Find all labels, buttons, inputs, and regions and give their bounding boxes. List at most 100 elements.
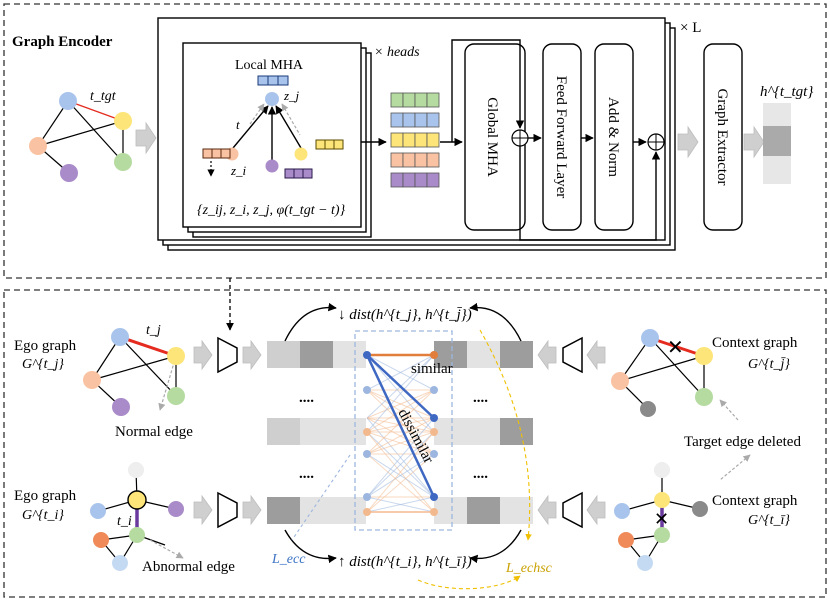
- input-edge-time: t_tgt: [90, 89, 117, 104]
- embed-bar-right-bottom: [500, 497, 533, 524]
- ctx-bottom-arrow-icon: [586, 494, 606, 526]
- node-blue: [59, 92, 77, 110]
- faint-contrast-line: [366, 431, 435, 455]
- heads-label: × heads: [374, 45, 420, 60]
- ego-bottom-edge-time: t_i: [117, 514, 132, 529]
- z-i-label: z_i: [230, 163, 247, 178]
- loss-echsc: L_echsc: [505, 561, 553, 576]
- ctx-bottom-sup: G^{t_ī}: [748, 513, 790, 528]
- contrast-node: [363, 386, 371, 394]
- training-border: [3, 289, 827, 598]
- embed-bar-left-mid: [333, 418, 366, 445]
- ctx-encoder-bottom-arrow-icon: [537, 494, 557, 526]
- contrast-node: [430, 414, 438, 422]
- embed-bar-right-mid: [467, 418, 500, 445]
- context-graph-bottom: ✕: [614, 462, 708, 571]
- contrast-node: [363, 508, 371, 516]
- token-vector-cell: [426, 112, 440, 128]
- token-vector-cell: [426, 132, 440, 148]
- embed-bar-left-bottom: [333, 497, 366, 524]
- token-vector-cell: [390, 172, 404, 188]
- ego-top-title: Ego graph: [14, 338, 77, 354]
- contrast-region: [354, 330, 453, 531]
- ego-bottom-sup: G^{t_i}: [22, 508, 64, 523]
- encoder-to-extractor-arrow-icon: [677, 125, 699, 159]
- faint-contrast-line: [366, 389, 435, 455]
- curve-top-left: [284, 302, 337, 342]
- token-vector-cell: [390, 152, 404, 168]
- token-vector-cell: [426, 172, 440, 188]
- dist-bottom: ↑ dist(h^{t_i}, h^{t_ī}): [338, 554, 472, 570]
- token-vector-cell: [414, 112, 428, 128]
- contrast-node: [430, 351, 438, 359]
- faint-contrast-line: [366, 453, 435, 513]
- ellipsis-1: ....: [299, 390, 314, 406]
- contrast-lines: [363, 351, 438, 516]
- embed-bar-left-mid: [267, 418, 300, 445]
- faint-contrast-line: [366, 417, 435, 455]
- token-vectors: [390, 92, 440, 188]
- embedding-bars: [267, 341, 533, 524]
- local-mha-formula: {z_ij, z_i, z_j, φ(t_tgt − t)}: [197, 203, 346, 218]
- token-vector-cell: [414, 92, 428, 108]
- echsc-pointer: [479, 329, 532, 541]
- faint-contrast-line: [366, 354, 435, 433]
- encoder-bottom-arrow-icon: [242, 494, 262, 526]
- ellipsis-4: ....: [473, 466, 488, 482]
- faint-contrast-line: [366, 417, 435, 498]
- contrast-node: [363, 351, 371, 359]
- global-mha-label: Global MHA: [484, 97, 500, 177]
- ctx-encoder-trapezoid-bottom: [562, 491, 583, 529]
- ego-top-arrow-icon: [193, 339, 213, 371]
- embed-bar-right-mid: [500, 418, 533, 445]
- layer-repeat-label: × L: [680, 20, 701, 36]
- embed-bar-left-top: [267, 341, 300, 368]
- embed-bar-right-top: [500, 341, 533, 368]
- contrast-node: [363, 450, 371, 458]
- faint-contrast-line: [366, 496, 435, 513]
- output-cell-2: [763, 126, 791, 156]
- faint-contrast-line: [366, 431, 435, 513]
- curve-bottom-right: [469, 529, 522, 564]
- query-node: [265, 92, 279, 106]
- contrast-node: [430, 428, 438, 436]
- ctx-top-arrow-icon: [586, 339, 606, 371]
- normal-edge-label: Normal edge: [115, 424, 193, 440]
- input-graph: t_tgt: [29, 89, 132, 182]
- node-green: [114, 153, 132, 171]
- ctx-encoder-top-arrow-icon: [537, 339, 557, 371]
- dissimilar-line-1: [366, 354, 435, 419]
- ecc-pointer: [291, 454, 351, 541]
- faint-contrast-line: [366, 431, 435, 498]
- faint-contrast-line: [366, 389, 435, 433]
- token-vector-cell: [402, 152, 416, 168]
- ego-graph-top: t_j: [83, 323, 185, 416]
- extractor-block: [703, 43, 743, 231]
- target-edge-deleted: Target edge deleted: [684, 434, 801, 450]
- residual-connections: [451, 39, 665, 241]
- output-cell-3: [763, 156, 791, 184]
- ego-bottom-title: Ego graph: [14, 488, 77, 504]
- ego-top-sup: G^{t_j}: [22, 357, 64, 372]
- add-norm-block: [594, 43, 634, 231]
- context-graph-top: ✕: [611, 329, 739, 421]
- faint-contrast-line: [366, 389, 435, 419]
- node-purple: [60, 164, 78, 182]
- embed-bar-left-bottom: [267, 497, 300, 524]
- faint-contrast-line: [366, 354, 435, 391]
- output-label: h^{t_tgt}: [760, 84, 813, 100]
- encoder-border: [3, 3, 827, 279]
- faint-contrast-line: [366, 453, 435, 498]
- curve-top-right: [469, 302, 522, 342]
- curve-bottom-left: [284, 529, 337, 564]
- token-vector-cell: [402, 132, 416, 148]
- token-vector-cell: [390, 132, 404, 148]
- ego-top-edge-time: t_j: [146, 323, 161, 338]
- extractor-label: Graph Extractor: [714, 88, 730, 185]
- embed-bar-right-mid: [434, 418, 467, 445]
- output-cell-1: [763, 103, 791, 126]
- embed-bar-right-top: [467, 341, 500, 368]
- token-vector-cell: [390, 92, 404, 108]
- contrast-node: [430, 493, 438, 501]
